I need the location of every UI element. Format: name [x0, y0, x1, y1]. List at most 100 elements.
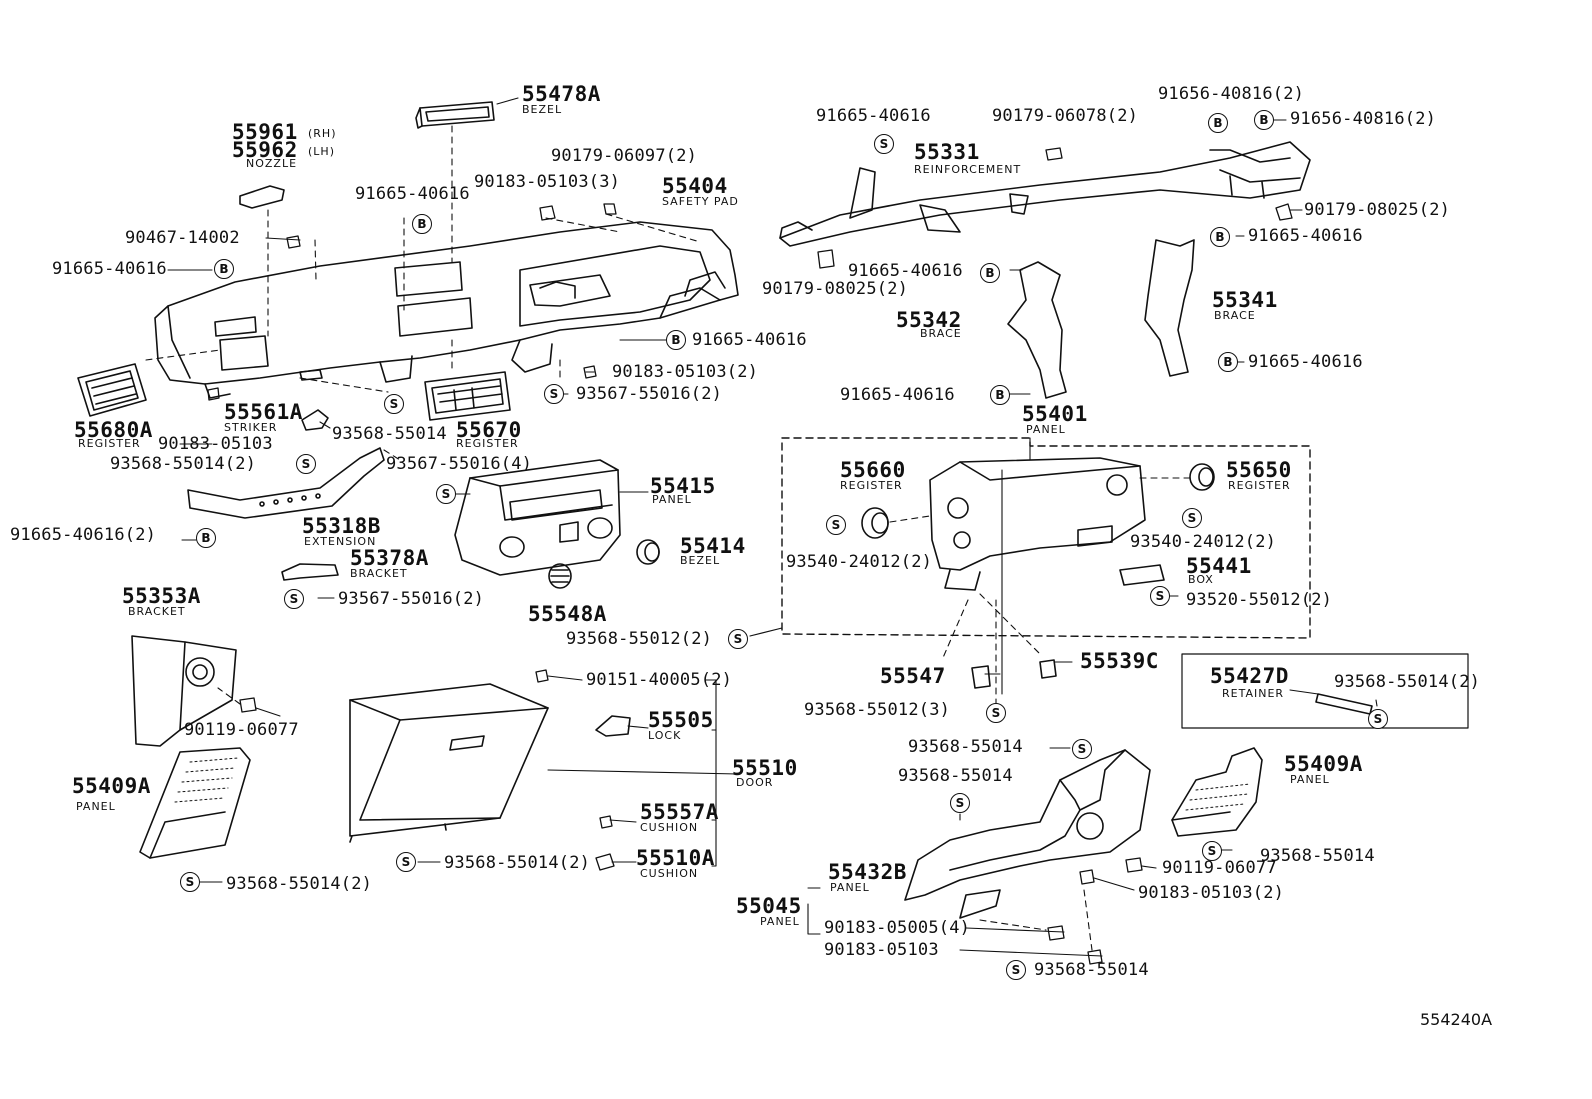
s-fastener-badge: S [950, 793, 970, 813]
box-55441-shape [1119, 564, 1165, 586]
part-91665-40616-number: 91665-40616 [848, 261, 963, 281]
part-90183-05103-2-number: 90183-05103(2) [612, 362, 759, 382]
part-55353a-name: BRACKET [128, 605, 186, 618]
part-55510a-number: 55510A [636, 846, 715, 870]
part-55441-name: BOX [1188, 573, 1214, 586]
s-fastener-badge: S [396, 852, 416, 872]
part-93567-55016-2b-number: 93567-55016(2) [338, 589, 485, 609]
part-55510-name: DOOR [736, 776, 774, 789]
part-90183-05103-3-number: 90183-05103(3) [474, 172, 621, 192]
s-fastener-badge: S [296, 454, 316, 474]
part-55318b-number: 55318B [302, 514, 381, 538]
s-fastener-badge: S [986, 703, 1006, 723]
striker-shape [301, 409, 329, 431]
alignment-lines [145, 125, 1379, 951]
part-91665-40616-number: 91665-40616 [692, 330, 807, 350]
part-55409a-right-number: 55409A [1284, 752, 1363, 776]
part-90119-06077-number: 90119-06077 [184, 720, 299, 740]
part-90183-05103-number: 90183-05103 [824, 940, 939, 960]
part-55680a-name: REGISTER [78, 437, 141, 450]
part-55660-name: REGISTER [840, 479, 903, 492]
b-fastener-badge: B [214, 259, 234, 279]
part-55414-number: 55414 [680, 534, 746, 558]
part-90179-06097-number: 90179-06097(2) [551, 146, 698, 166]
part-55331-name: REINFORCEMENT [914, 163, 1022, 176]
part-55401-name: PANEL [1026, 423, 1066, 436]
part-90179-06078-number: 90179-06078(2) [992, 106, 1139, 126]
part-93568-55014-number: 93568-55014 [1034, 960, 1149, 980]
part-55401-number: 55401 [1022, 402, 1088, 426]
part-93568-55014-2c-number: 93568-55014(2) [226, 874, 373, 894]
bezel-55478a-shape [415, 101, 495, 129]
register-55660-shape [861, 507, 889, 539]
b-fastener-badge: B [196, 528, 216, 548]
part-55962-side: (LH) [308, 145, 335, 158]
brace-55342-shape [1007, 261, 1067, 399]
panel-55409a-left-shape [139, 747, 251, 859]
part-91656-40816-number: 91656-40816(2) [1290, 109, 1437, 129]
panel-55401-shape [929, 457, 1146, 591]
s-fastener-badge: S [1368, 709, 1388, 729]
part-90183-05103-number: 90183-05103 [158, 434, 273, 454]
part-93568-55014-number: 93568-55014 [332, 424, 447, 444]
part-55331-number: 55331 [914, 140, 980, 164]
part-93520-55012-number: 93520-55012(2) [1186, 590, 1333, 610]
part-55557a-name: CUSHION [640, 821, 699, 834]
b-fastener-badge: B [1210, 227, 1230, 247]
part-90151-40005-number: 90151-40005(2) [586, 670, 733, 690]
part-90119-06077-number: 90119-06077 [1162, 858, 1277, 878]
s-fastener-badge: S [1072, 739, 1092, 759]
bezel-55414-shape [636, 539, 660, 565]
part-nozzle-name: NOZZLE [246, 157, 298, 170]
part-55478a-name: BEZEL [522, 103, 563, 116]
register-55670-shape [424, 371, 511, 421]
part-55341-name: BRACE [1214, 309, 1256, 322]
part-93568-55012-3-number: 93568-55012(3) [804, 700, 951, 720]
part-55404-number: 55404 [662, 174, 728, 198]
part-55427d-number: 55427D [1210, 664, 1289, 688]
part-55409a-right-name: PANEL [1290, 773, 1330, 786]
part-55650-number: 55650 [1226, 458, 1292, 482]
part-93568-55012-2-number: 93568-55012(2) [566, 629, 713, 649]
retainer-shape [1315, 693, 1373, 715]
part-55432b-name: PANEL [830, 881, 870, 894]
part-55505-name: LOCK [648, 729, 682, 742]
part-93567-55016-2-number: 93567-55016(2) [576, 384, 723, 404]
part-55557a-number: 55557A [640, 800, 719, 824]
part-55045-name: PANEL [760, 915, 800, 928]
s-fastener-badge: S [180, 872, 200, 892]
s-fastener-badge: S [1202, 841, 1222, 861]
register-55680a-shape [77, 363, 147, 417]
part-93568-55014-2d-number: 93568-55014(2) [444, 853, 591, 873]
part-55378a-number: 55378A [350, 546, 429, 570]
part-90467-14002-number: 90467-14002 [125, 228, 240, 248]
part-55547-number: 55547 [880, 664, 946, 688]
panel-55415-shape [454, 459, 621, 576]
part-55505-number: 55505 [648, 708, 714, 732]
part-91665-40616-number: 91665-40616 [816, 106, 931, 126]
reinforcement-55331-shape [779, 141, 1311, 247]
b-fastener-badge: B [666, 330, 686, 350]
b-fastener-badge: B [1254, 110, 1274, 130]
s-fastener-badge: S [826, 515, 846, 535]
b-fastener-badge: B [1218, 352, 1238, 372]
part-91665-40616-number: 91665-40616 [355, 184, 470, 204]
part-55961-side: (RH) [308, 127, 337, 140]
part-90179-08025-number: 90179-08025(2) [762, 279, 909, 299]
part-55318b-name: EXTENSION [304, 535, 377, 548]
diagram-reference-code: 554240A [1420, 1010, 1493, 1029]
nozzle-shape [239, 185, 285, 209]
s-fastener-badge: S [436, 484, 456, 504]
extension-55318b-shape [187, 447, 385, 519]
part-55353a-number: 55353A [122, 584, 201, 608]
part-93568-55014-number: 93568-55014 [1260, 846, 1375, 866]
part-91656-40816-number: 91656-40816(2) [1158, 84, 1305, 104]
clip-55539c-shape [1039, 659, 1057, 679]
part-55341-number: 55341 [1212, 288, 1278, 312]
part-55670-number: 55670 [456, 418, 522, 442]
part-91665-40616-2-number: 91665-40616(2) [10, 525, 157, 545]
lower-panel-shape [904, 749, 1151, 919]
bracket-55378a-shape [281, 563, 339, 581]
part-55510-number: 55510 [732, 756, 798, 780]
panel-55409a-right-shape [1171, 747, 1263, 837]
